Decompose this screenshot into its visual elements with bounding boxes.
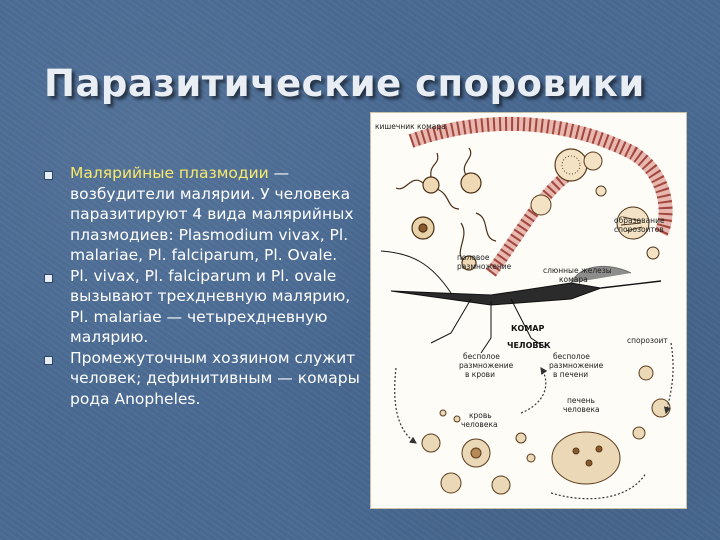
label-liver-2: человека — [563, 405, 600, 414]
label-sexual: половое — [457, 253, 490, 262]
label-asexual-liver: бесполое — [553, 352, 590, 361]
bullet-text: Pl. vivax, Pl. falciparum и Pl. ovale вы… — [70, 267, 350, 347]
liver-cell-drawing — [552, 366, 670, 484]
label-asexual-liver-3: в печени — [553, 370, 588, 379]
label-salivary: слюнные железы — [543, 266, 612, 275]
label-asexual-blood: бесполое — [463, 352, 500, 361]
label-salivary-2: комара — [559, 275, 588, 284]
label-asexual-blood-2: размножение — [459, 361, 514, 370]
label-gut: кишечник комара — [375, 122, 446, 131]
label-sexual-2: размножение — [457, 262, 512, 271]
gamete-drawing — [396, 148, 496, 270]
label-mosquito: КОМАР — [511, 324, 544, 333]
label-human: ЧЕЛОВЕК — [507, 341, 551, 350]
bullet-list: Малярийные плазмодии — возбудители маляр… — [44, 163, 364, 409]
label-sporozoite-formation-2: спорозоитов — [614, 225, 664, 234]
plasmodium-life-cycle-figure: кишечник комара образование спорозоитов … — [370, 112, 687, 509]
label-blood-2: человека — [461, 420, 498, 429]
bullet-text: Промежуточным хозяином служит человек; д… — [70, 349, 360, 408]
bullet-item-plasmodia: Малярийные плазмодии — возбудители маляр… — [44, 163, 364, 266]
label-asexual-liver-2: размножение — [549, 361, 604, 370]
bullet-item-hosts: Промежуточным хозяином служит человек; д… — [44, 348, 364, 410]
mosquito-drawing — [381, 251, 661, 353]
cycle-arrows — [395, 343, 673, 499]
bullet-item-species: Pl. vivax, Pl. falciparum и Pl. ovale вы… — [44, 266, 364, 348]
label-asexual-blood-3: в крови — [465, 370, 495, 379]
bullet-term: Малярийные плазмодии — [70, 164, 269, 182]
label-sporozoite: спорозоит — [627, 336, 668, 345]
bullet-square-icon — [44, 274, 53, 283]
label-sporozoite-formation: образование — [614, 216, 665, 225]
slide-title: Паразитические споровики — [44, 62, 694, 105]
bullet-square-icon — [44, 171, 53, 180]
label-liver: печень — [567, 396, 595, 405]
label-blood: кровь — [469, 411, 492, 420]
bullet-square-icon — [44, 356, 53, 365]
life-cycle-diagram: кишечник комара образование спорозоитов … — [371, 113, 686, 508]
